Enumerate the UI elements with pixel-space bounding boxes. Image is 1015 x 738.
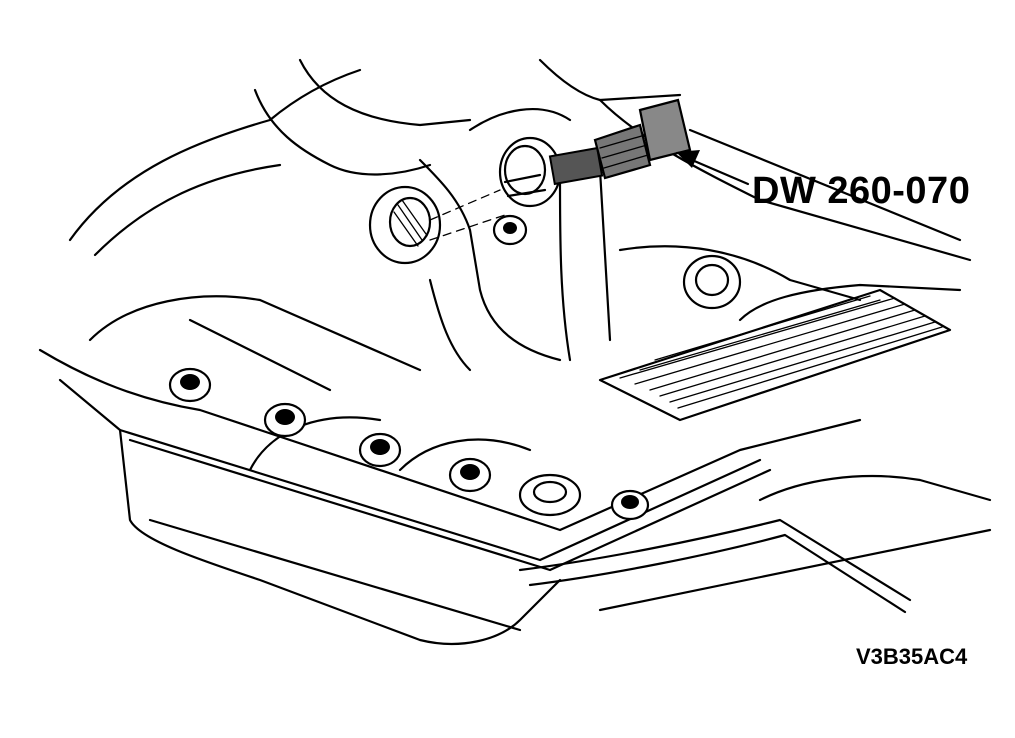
figure-id-label: V3B35AC4 [856,644,968,669]
special-tool [498,98,692,208]
drain-plug [518,473,582,517]
pan-bolt [448,457,492,493]
callout-leader [676,150,750,186]
tool-shaft [548,146,604,186]
pan-bolt [610,489,650,521]
pan-bolt [263,402,307,438]
transmission-case [68,58,972,362]
transmission-port [368,185,528,265]
pan-bolt [358,432,402,468]
case-bolt [682,254,742,310]
cooling-fins [598,288,952,422]
tool-handle [638,98,692,162]
oil-pan [38,278,862,646]
tool-callout-label: DW 260-070 [752,170,971,212]
pan-bolt [168,367,212,403]
pan-bolts [168,367,650,521]
fluid-line [518,475,992,614]
